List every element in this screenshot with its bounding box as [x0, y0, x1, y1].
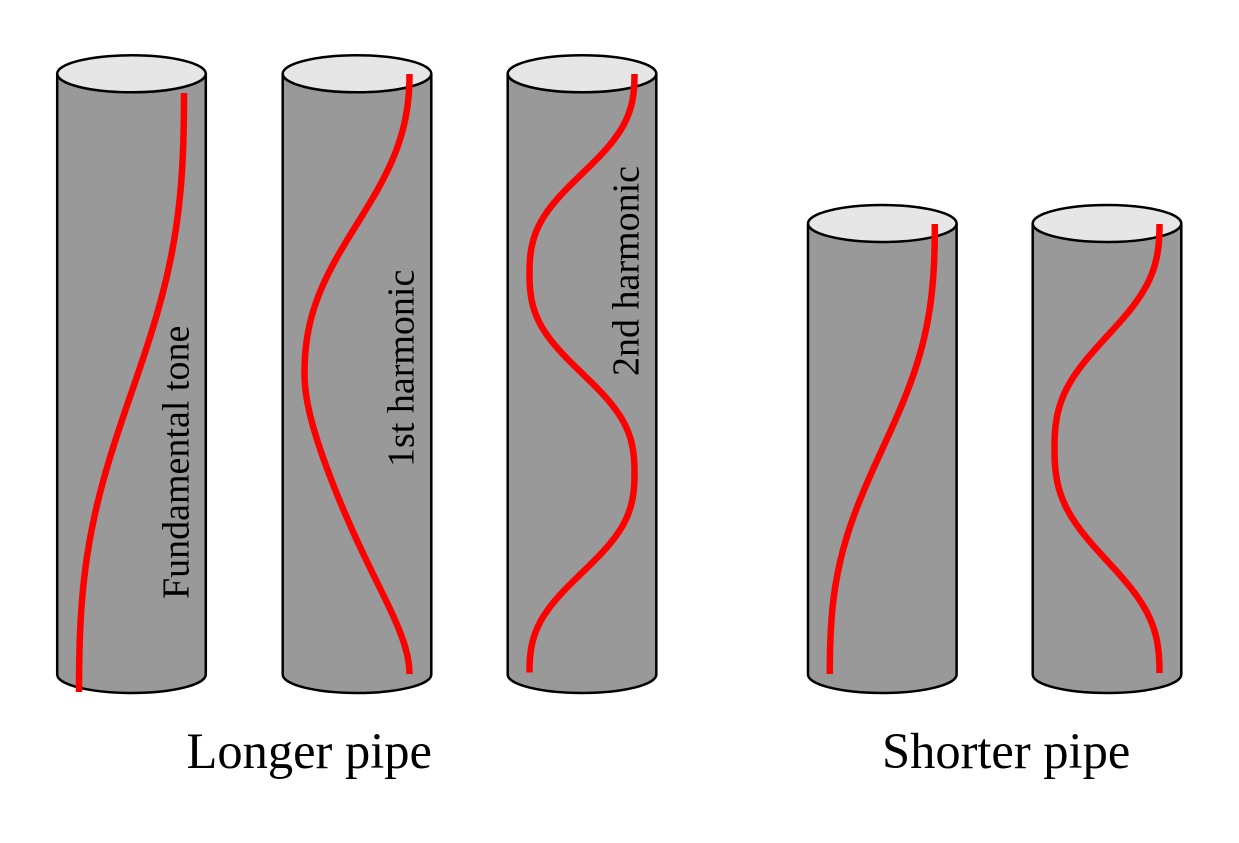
captions-group: Longer pipe Shorter pipe: [187, 723, 1131, 779]
pipe-short-fundamental: [806, 203, 958, 695]
pipe-label-long-2nd-harmonic: 2nd harmonic: [606, 166, 648, 376]
pipe-long-fundamental: Fundamental tone: [55, 54, 208, 695]
pipe-body: [1031, 223, 1183, 695]
caption-longer-pipe: Longer pipe: [187, 723, 432, 779]
pipe-long-1st-harmonic: 1st harmonic: [281, 54, 433, 695]
pipe-top-face: [55, 54, 208, 94]
pipe-top-face: [806, 203, 958, 244]
standing-wave-long-fundamental: [75, 92, 188, 693]
pipe-long-2nd-harmonic: 2nd harmonic: [506, 54, 658, 695]
pipe-body: [506, 73, 658, 695]
pipe-label-long-fundamental: Fundamental tone: [156, 326, 198, 599]
pipe-label-long-1st-harmonic: 1st harmonic: [381, 270, 423, 467]
pipe-top-face: [281, 54, 433, 94]
standing-wave-long-2nd-harmonic: [526, 73, 638, 673]
pipe-body: [806, 223, 958, 695]
standing-wave-short-fundamental: [826, 223, 939, 675]
standing-wave-short-1st-harmonic: [1051, 223, 1163, 674]
pipe-body: [281, 73, 433, 695]
pipes-group: Fundamental tone 1st harmonic 2nd harmonic: [55, 54, 1183, 695]
standing-wave-long-1st-harmonic: [301, 73, 413, 675]
caption-shorter-pipe: Shorter pipe: [882, 723, 1130, 779]
pipe-short-1st-harmonic: [1031, 203, 1183, 695]
pipe-top-face: [506, 54, 658, 94]
pipe-top-face: [1031, 203, 1183, 244]
